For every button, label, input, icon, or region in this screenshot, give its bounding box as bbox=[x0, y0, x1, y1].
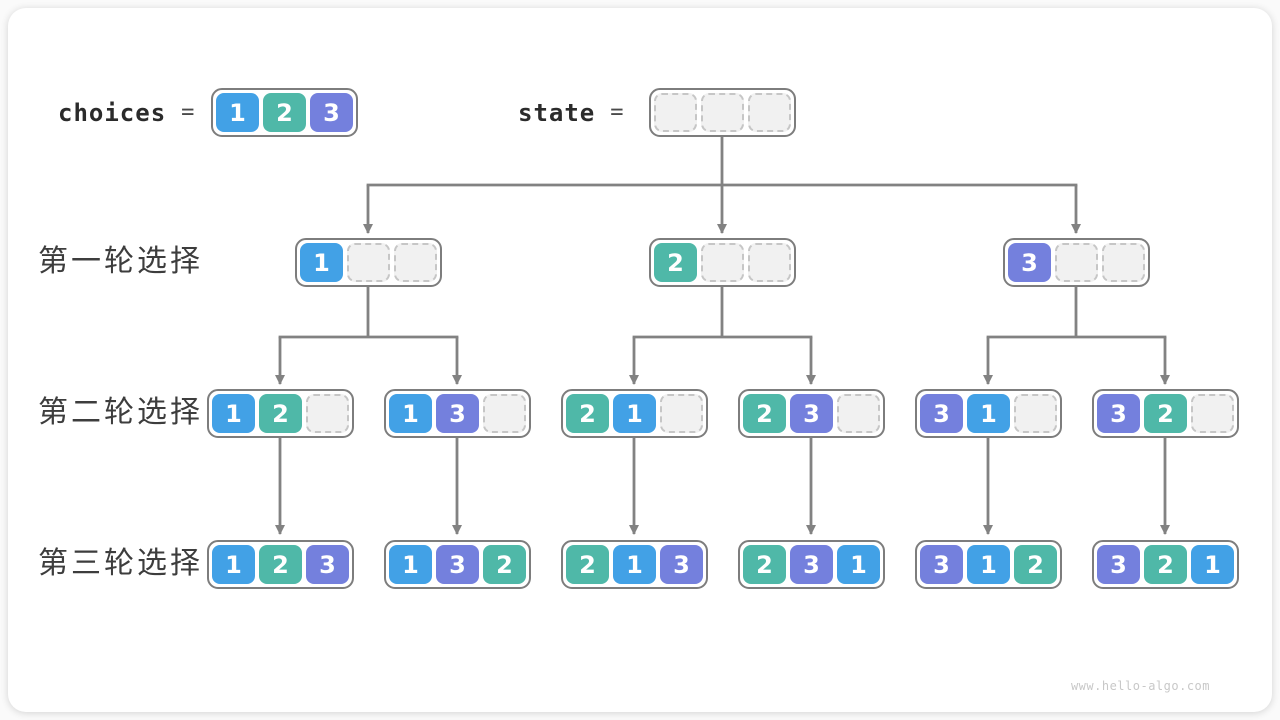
round-1-label: 第一轮选择 bbox=[38, 245, 203, 278]
value-cell: 2 bbox=[1144, 545, 1187, 584]
value-cell: 1 bbox=[212, 545, 255, 584]
value-cell: 3 bbox=[920, 394, 963, 433]
value-cell: 1 bbox=[1191, 545, 1234, 584]
empty-cell bbox=[1102, 243, 1145, 282]
value-cell: 2 bbox=[259, 394, 302, 433]
empty-cell bbox=[748, 243, 791, 282]
empty-cell bbox=[1014, 394, 1057, 433]
value-cell: 2 bbox=[566, 545, 609, 584]
state-header: state = bbox=[518, 88, 624, 137]
value-cell: 1 bbox=[837, 545, 880, 584]
state-node-r1-2: 2 bbox=[649, 238, 796, 287]
diagram-card bbox=[8, 8, 1272, 712]
value-cell: 3 bbox=[1008, 243, 1051, 282]
value-cell: 2 bbox=[259, 545, 302, 584]
empty-cell bbox=[306, 394, 349, 433]
state-node-r1-1: 1 bbox=[295, 238, 442, 287]
value-cell: 1 bbox=[212, 394, 255, 433]
empty-cell bbox=[701, 243, 744, 282]
empty-cell bbox=[660, 394, 703, 433]
empty-cell bbox=[1055, 243, 1098, 282]
value-cell: 3 bbox=[790, 394, 833, 433]
empty-cell bbox=[347, 243, 390, 282]
empty-cell bbox=[394, 243, 437, 282]
value-cell: 2 bbox=[263, 93, 306, 132]
value-cell: 3 bbox=[1097, 545, 1140, 584]
state-node-r1-3: 3 bbox=[1003, 238, 1150, 287]
value-cell: 3 bbox=[310, 93, 353, 132]
value-cell: 2 bbox=[1144, 394, 1187, 433]
value-cell: 2 bbox=[483, 545, 526, 584]
empty-cell bbox=[748, 93, 791, 132]
state-box bbox=[649, 88, 796, 137]
empty-cell bbox=[837, 394, 880, 433]
value-cell: 1 bbox=[389, 545, 432, 584]
empty-cell bbox=[483, 394, 526, 433]
value-cell: 1 bbox=[389, 394, 432, 433]
empty-cell bbox=[701, 93, 744, 132]
value-cell: 1 bbox=[967, 545, 1010, 584]
watermark: www.hello-algo.com bbox=[1070, 679, 1210, 693]
value-cell: 1 bbox=[216, 93, 259, 132]
value-cell: 2 bbox=[654, 243, 697, 282]
value-cell: 3 bbox=[1097, 394, 1140, 433]
value-cell: 1 bbox=[613, 394, 656, 433]
state-equals-sign: = bbox=[610, 100, 624, 125]
choices-label: choices bbox=[58, 98, 167, 127]
value-cell: 3 bbox=[920, 545, 963, 584]
value-cell: 1 bbox=[300, 243, 343, 282]
value-cell: 2 bbox=[1014, 545, 1057, 584]
value-cell: 3 bbox=[790, 545, 833, 584]
choices-header: choices = bbox=[58, 88, 194, 137]
value-cell: 1 bbox=[967, 394, 1010, 433]
value-cell: 2 bbox=[743, 545, 786, 584]
choices-equals-sign: = bbox=[181, 100, 195, 125]
value-cell: 3 bbox=[436, 394, 479, 433]
empty-cell bbox=[1191, 394, 1234, 433]
value-cell: 3 bbox=[436, 545, 479, 584]
value-cell: 2 bbox=[566, 394, 609, 433]
value-cell: 3 bbox=[660, 545, 703, 584]
empty-cell bbox=[654, 93, 697, 132]
state-label: state bbox=[518, 98, 596, 127]
round-3-label: 第三轮选择 bbox=[38, 547, 203, 580]
round-2-label: 第二轮选择 bbox=[38, 396, 203, 429]
value-cell: 2 bbox=[743, 394, 786, 433]
value-cell: 3 bbox=[306, 545, 349, 584]
value-cell: 1 bbox=[613, 545, 656, 584]
